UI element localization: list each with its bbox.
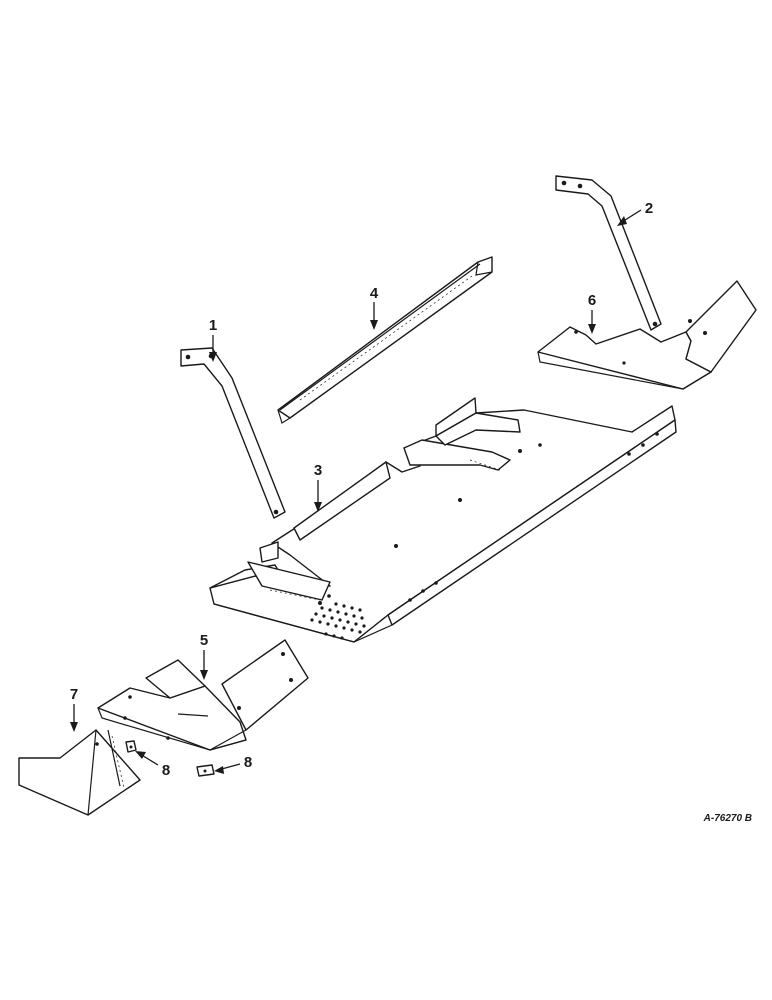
callout-7: 7 (70, 686, 78, 703)
rear-shield-part-6 (537, 280, 757, 390)
support-strap-part-2 (555, 175, 662, 331)
perforation-pattern (310, 602, 366, 640)
leader-4 (370, 302, 378, 330)
side-panel-part-7 (18, 729, 141, 816)
leader-7 (70, 704, 78, 732)
clip-part-8a (125, 740, 137, 753)
front-shield-part-5 (97, 639, 309, 751)
drawing-number: A-76270 B (703, 813, 752, 824)
clip-part-8b (196, 764, 215, 777)
leader-3 (314, 480, 322, 512)
leader-6 (588, 310, 596, 334)
callout-2: 2 (645, 200, 653, 217)
leader-5 (200, 650, 208, 680)
callout-8a: 8 (162, 762, 170, 779)
main-platform-part-3 (209, 397, 677, 643)
leader-2 (617, 209, 642, 226)
callout-8b: 8 (244, 754, 252, 771)
callout-3: 3 (314, 462, 322, 479)
callout-1: 1 (209, 317, 217, 334)
leader-8a (135, 751, 159, 766)
support-strap-part-1 (180, 347, 286, 519)
callout-5: 5 (200, 632, 208, 649)
leader-8b (214, 763, 241, 774)
angle-bar-part-4 (277, 256, 493, 424)
leader-1 (209, 335, 217, 362)
callout-4: 4 (370, 285, 379, 302)
callout-6: 6 (588, 292, 596, 309)
